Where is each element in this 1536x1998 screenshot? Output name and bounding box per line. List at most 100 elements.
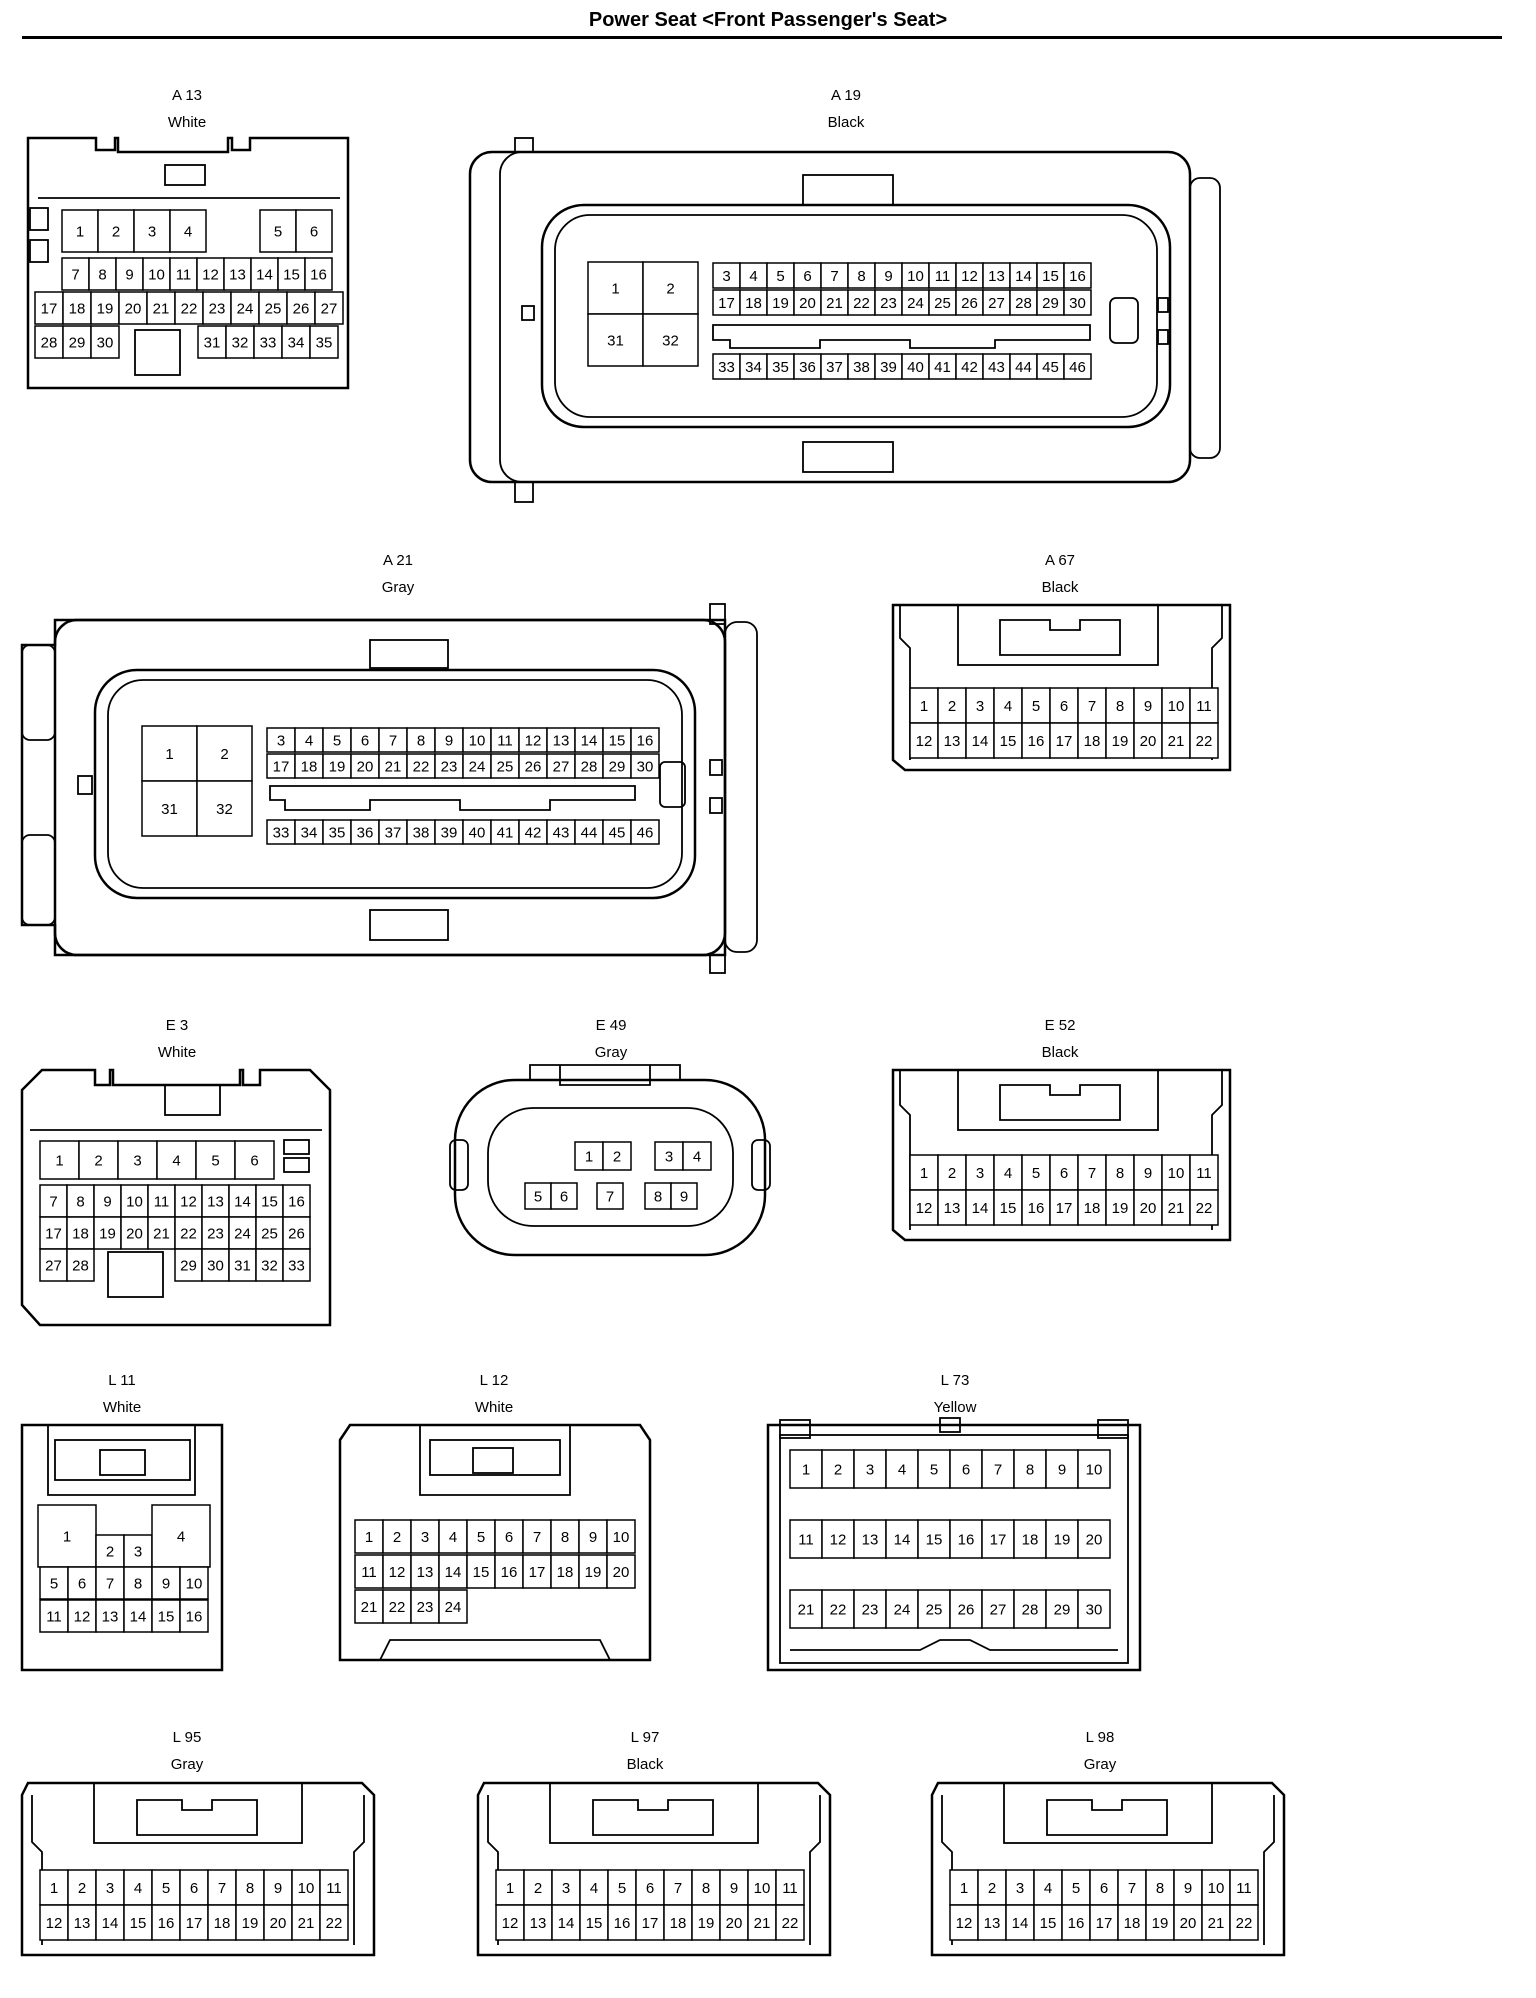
connector-color: Yellow [934,1399,977,1416]
pin-label: 13 [417,1564,434,1581]
pin-label: 15 [473,1564,490,1581]
pin-label: 18 [1124,1915,1141,1932]
pin-cell-e52-4 [993,1154,1023,1191]
pin-label: 22 [389,1599,406,1616]
pin-label: 13 [944,1200,961,1217]
connector-color: Gray [595,1044,628,1061]
pin-cell-a67-6 [1049,687,1079,724]
pin-label: 44 [1015,359,1032,376]
pin-cell-e49-9 [670,1182,698,1210]
pin-label: 28 [1022,1602,1039,1619]
pin-label: 18 [1084,733,1101,750]
pin-label: 2 [534,1880,542,1897]
pin-cell-a13-30 [90,325,120,359]
pin-label: 22 [782,1915,799,1932]
pin-cell-e3-26 [282,1216,311,1250]
pin-cell-l97-6 [635,1869,665,1906]
pin-label: 19 [1112,733,1129,750]
pin-label: 12 [202,267,219,284]
pin-label: 9 [1058,1462,1066,1479]
pin-cell-l12-4 [438,1519,468,1554]
pin-cell-a67-19 [1105,722,1135,759]
pin-label: 30 [1069,295,1086,312]
pin-cell-l97-18 [663,1904,693,1941]
pin-cell-e52-22 [1189,1189,1219,1226]
pin-cell-a13-31 [197,325,227,359]
pin-label: 41 [497,825,514,842]
pin-label: 35 [316,335,333,352]
pin-cell-a21-45 [602,819,632,845]
pin-cell-l73-28 [1013,1589,1047,1629]
pin-label: 37 [826,359,843,376]
pin-label: 18 [670,1915,687,1932]
pin-cell-l73-4 [885,1449,919,1489]
pin-cell-l12-21 [354,1589,384,1624]
pin-label: 15 [130,1915,147,1932]
pin-label: 3 [665,1149,673,1166]
pin-label: 35 [772,359,789,376]
pin-cell-a21-22 [406,753,436,779]
pin-label: 33 [273,825,290,842]
pin-label: 15 [261,1194,278,1211]
pin-label: 36 [799,359,816,376]
pin-label: 40 [469,825,486,842]
pin-cell-a21-44 [574,819,604,845]
pin-cell-a21-8 [406,727,436,753]
pin-label: 9 [162,1576,170,1593]
pin-label: 11 [46,1609,62,1626]
pin-cell-l12-3 [410,1519,440,1554]
pin-cell-l97-21 [747,1904,777,1941]
pin-cell-e49-5 [524,1182,552,1210]
pin-label: 26 [525,759,542,776]
pin-cell-e49-8 [644,1182,672,1210]
pin-cell-a13-15 [277,257,306,291]
pin-label: 33 [260,335,277,352]
pin-cell-l73-30 [1077,1589,1111,1629]
pin-label: 18 [745,295,762,312]
pin-cell-l12-19 [578,1554,608,1589]
pin-label: 8 [134,1576,142,1593]
pin-label: 18 [1022,1532,1039,1549]
pin-label: 23 [207,1226,224,1243]
pin-cell-l97-12 [495,1904,525,1941]
pin-cell-a19-4 [739,262,768,289]
pin-label: 12 [74,1609,91,1626]
pin-label: 6 [803,268,811,285]
pin-label: 8 [702,1880,710,1897]
pin-label: 17 [642,1915,659,1932]
pin-cell-l12-20 [606,1554,636,1589]
pin-label: 9 [884,268,892,285]
pin-cell-e3-7 [39,1184,68,1218]
connector-color: Gray [171,1756,204,1773]
pin-label: 11 [497,733,513,750]
pin-label: 16 [614,1915,631,1932]
pin-label: 10 [186,1576,203,1593]
pin-cell-e3-22 [174,1216,203,1250]
pin-label: 10 [469,733,486,750]
pin-label: 3 [133,1153,141,1170]
pin-cell-a67-21 [1161,722,1191,759]
pin-cell-l95-16 [151,1904,181,1941]
pin-label: 6 [560,1189,568,1206]
pin-label: 11 [935,268,951,285]
pin-cell-e52-8 [1105,1154,1135,1191]
pin-cell-e3-21 [147,1216,176,1250]
pin-label: 7 [49,1194,57,1211]
pin-cell-l73-20 [1077,1519,1111,1559]
pin-cell-e49-3 [654,1141,684,1171]
pin-label: 31 [161,801,178,818]
pin-cell-a19-24 [901,289,930,316]
connector-id: E 52 [1045,1017,1076,1034]
pin-label: 11 [798,1532,814,1549]
pin-cell-a19-33 [712,353,741,380]
pin-label: 2 [948,698,956,715]
connector-color: Black [828,114,865,131]
pin-label: 8 [98,267,106,284]
connector-id: E 3 [166,1017,189,1034]
pin-label: 7 [106,1576,114,1593]
pin-cell-a21-37 [378,819,408,845]
pin-label: 14 [234,1194,251,1211]
pin-label: 6 [190,1880,198,1897]
